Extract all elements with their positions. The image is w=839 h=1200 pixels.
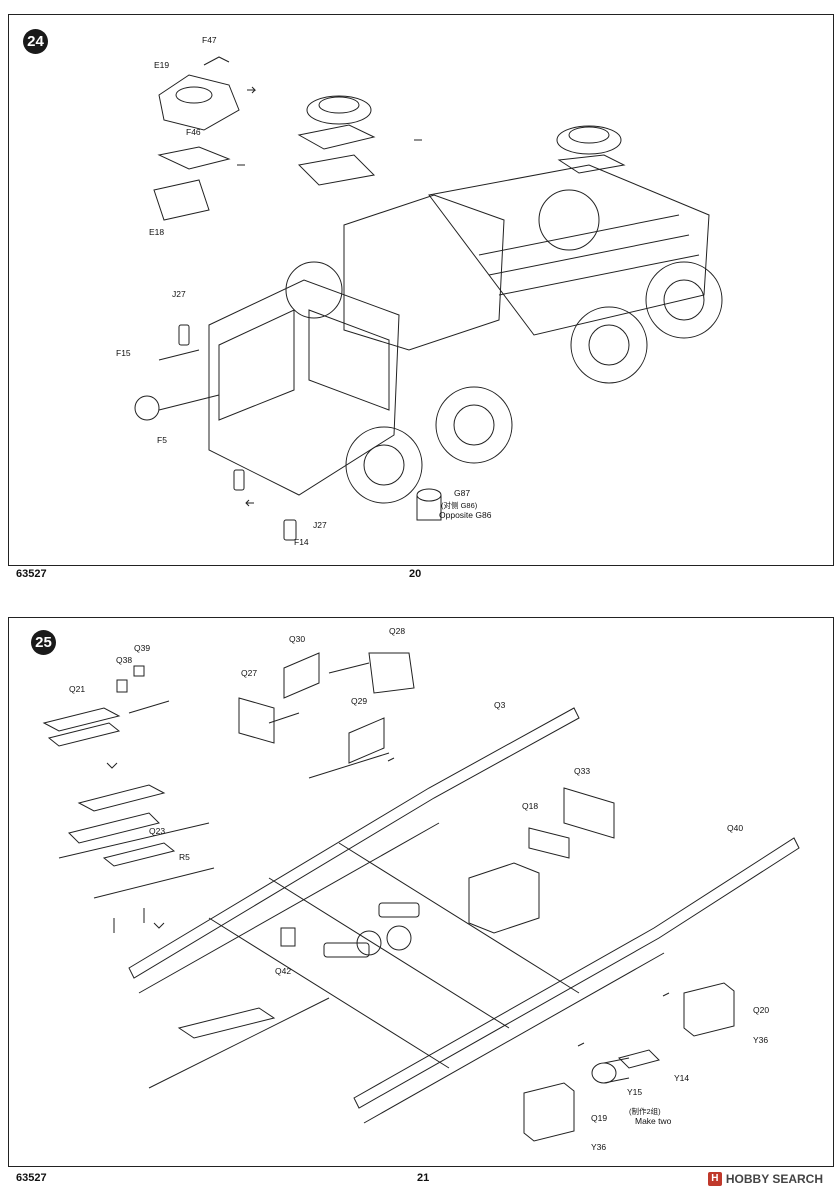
truck-cab-drawing — [208, 279, 400, 496]
page-number: 21 — [417, 1172, 430, 1184]
truck-wheel-drawing — [345, 426, 423, 504]
part-e18-f46-drawing — [153, 146, 231, 221]
part-label-f5: F5 — [157, 435, 167, 445]
assembly-illustration-chassis — [42, 652, 800, 1142]
part-q28-drawing — [368, 652, 415, 694]
part-r5-drawing — [58, 822, 215, 899]
product-code: 63527 — [16, 1172, 47, 1184]
part-label-q21: Q21 — [69, 684, 86, 694]
part-q29-drawing — [348, 717, 385, 764]
instruction-panel-step-25: 25 — [8, 617, 834, 1167]
part-label-q29: Q29 — [351, 696, 368, 706]
part-q19-drawing — [523, 1082, 575, 1142]
part-label-q19: Q19 — [591, 1113, 608, 1123]
part-label-y36-lower: Y36 — [591, 1142, 607, 1152]
page-number: 20 — [409, 568, 422, 580]
part-label-q20: Q20 — [753, 1005, 770, 1015]
part-q21-drawing — [42, 707, 121, 747]
part-label-y15: Y15 — [627, 1087, 643, 1097]
instruction-panel-step-24: 24 — [8, 14, 834, 566]
part-label-e19: E19 — [154, 60, 170, 70]
part-label-y36: Y36 — [753, 1035, 769, 1045]
note-opposite-cn: (对侧 G86) — [441, 501, 478, 510]
part-label-e18: E18 — [149, 227, 165, 237]
hobby-search-logo-icon: H — [707, 1172, 722, 1186]
part-e19-f47-drawing — [158, 74, 240, 131]
step-number-badge: 24 — [23, 29, 48, 54]
part-label-q42: Q42 — [275, 966, 292, 976]
watermark: H HOBBY SEARCH — [707, 1172, 823, 1186]
step-number-badge: 25 — [31, 630, 56, 655]
part-q40-rail-drawing — [353, 837, 800, 1109]
truck-box-drawing — [343, 194, 505, 351]
part-q3-rail-drawing — [128, 707, 580, 979]
part-label-q28: Q28 — [389, 626, 406, 636]
part-label-j27: J27 — [172, 289, 186, 299]
part-y15-drawing — [591, 1062, 617, 1084]
part-label-f15: F15 — [116, 348, 131, 358]
part-q23-drawing — [68, 784, 176, 867]
part-q27-drawing — [238, 697, 275, 744]
assembly-illustration-truck — [134, 56, 723, 541]
part-label-q23: Q23 — [149, 826, 166, 836]
part-q20-drawing — [683, 982, 735, 1037]
part-label-q18: Q18 — [522, 801, 539, 811]
part-label-q38: Q38 — [116, 655, 133, 665]
part-q30-drawing — [283, 652, 320, 699]
note-make-two-en: Make two — [635, 1116, 672, 1126]
part-label-g87: G87 — [454, 488, 471, 498]
glue-symbol — [134, 395, 160, 421]
part-label-q39: Q39 — [134, 643, 151, 653]
part-label-j27-lower: J27 — [313, 520, 327, 530]
part-label-q33: Q33 — [574, 766, 591, 776]
part-label-q3: Q3 — [494, 700, 506, 710]
part-label-q30: Q30 — [289, 634, 306, 644]
watermark-text: HOBBY SEARCH — [725, 1172, 823, 1186]
part-q18-drawing — [528, 827, 570, 859]
part-label-f47: F47 — [202, 35, 217, 45]
part-label-q27: Q27 — [241, 668, 258, 678]
part-label-f14: F14 — [294, 537, 309, 547]
part-label-q40: Q40 — [727, 823, 744, 833]
part-label-f46: F46 — [186, 127, 201, 137]
part-label-r5: R5 — [179, 852, 190, 862]
product-code: 63527 — [16, 568, 47, 580]
fifth-wheel-drawing — [306, 95, 372, 125]
part-label-y14: Y14 — [674, 1073, 690, 1083]
note-opposite-en: Opposite G86 — [439, 510, 492, 520]
part-q33-drawing — [563, 787, 615, 839]
note-make-two-cn: (制作2组) — [629, 1107, 661, 1116]
